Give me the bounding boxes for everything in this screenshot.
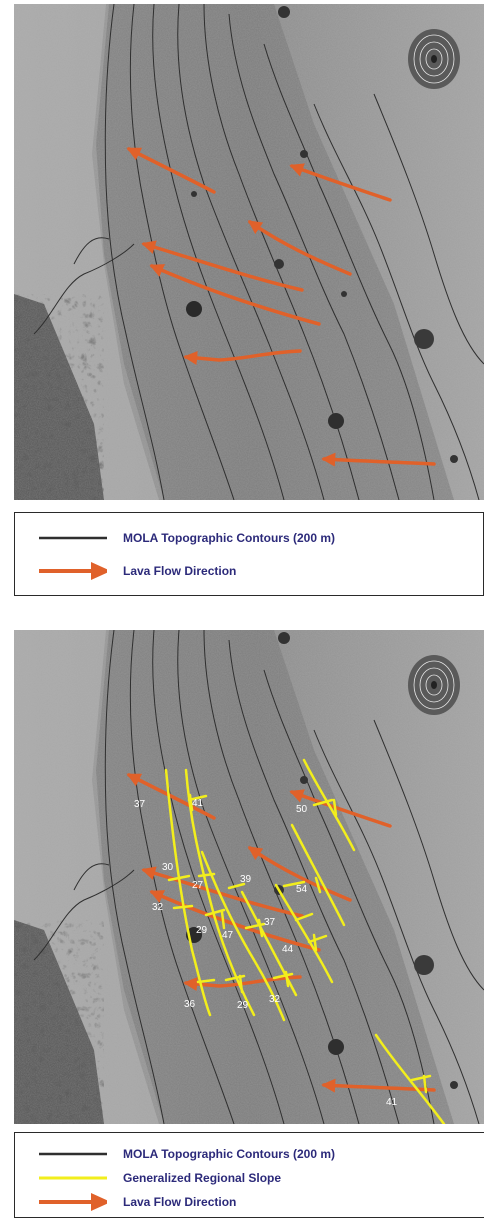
lava-arrow-3 [247,846,352,902]
top-map [14,4,484,500]
rough-terrain-texture [14,294,104,500]
lava-legend-swatch [39,562,107,580]
lava-arrow-3 [247,220,352,276]
lava-legend-swatch [39,1193,107,1211]
slope-tick [312,798,334,807]
terrain-texture [14,630,484,1124]
lava-arrow-6 [183,349,302,365]
slope-value: 37 [134,799,146,810]
slope-legend-label: Generalized Regional Slope [123,1171,282,1185]
slope-tick [204,908,226,917]
small-craters [186,6,458,463]
slope-value: 47 [222,930,234,941]
terrain-texture [14,4,484,500]
slope-value: 36 [184,999,196,1010]
slope-line-5 [274,883,334,984]
slope-line-1 [164,768,212,1017]
volcano-crater [408,29,460,89]
slope-value: 41 [192,798,204,809]
slope-tick [312,933,318,952]
slope-line-2 [184,768,256,1017]
slope-value: 30 [162,862,174,873]
slope-tick [167,874,191,882]
slope-line-6 [290,823,346,927]
lava-arrow-2 [289,789,392,828]
slope-tick [227,882,246,890]
slope-tick [238,974,244,994]
bottom-panel: 37 41 50 30 27 39 54 32 29 47 37 44 36 2… [14,630,484,1218]
lava-arrow-4 [141,240,304,292]
slope-tick [272,972,294,980]
slope-tick [172,904,194,910]
slope-line-8 [374,1033,446,1124]
slope-line-7 [302,758,356,852]
bottom-map: 37 41 50 30 27 39 54 32 29 47 37 44 36 2… [14,630,484,1124]
slope-tick [314,876,322,894]
lava-arrow-2 [289,163,392,202]
slope-tick [196,978,216,984]
lava-arrow-1 [126,773,216,820]
slope-tick [188,793,194,812]
slope-tick [307,934,328,944]
lava-arrow-5 [149,264,321,326]
slope-value: 37 [264,917,276,928]
slope-tick [294,912,314,922]
slope-tick [220,910,226,930]
slope-value: 54 [296,884,308,895]
lava-arrow-1 [126,147,216,194]
slope-value: 39 [240,874,252,885]
slope-tick [410,1074,432,1082]
slope-value: 50 [296,804,308,815]
bottom-map-svg: 37 41 50 30 27 39 54 32 29 47 37 44 36 2… [14,630,484,1124]
lava-legend-label: Lava Flow Direction [123,1195,237,1209]
slope-tick [284,970,290,988]
contour-legend-swatch [39,536,107,540]
lava-legend-label: Lava Flow Direction [123,564,237,578]
slope-value: 41 [386,1097,398,1108]
slope-tick [257,918,264,938]
slope-value: 27 [192,880,204,891]
contour-legend-label: MOLA Topographic Contours (200 m) [123,1147,335,1161]
bottom-legend: MOLA Topographic Contours (200 m) Genera… [14,1132,484,1218]
regional-slope-lines [164,758,446,1124]
slope-line-4 [240,890,298,997]
slope-value: 44 [282,944,294,955]
volcano-crater [408,655,460,715]
slope-tick [282,880,306,888]
slope-value: 29 [237,1000,249,1011]
lava-arrow-7 [321,452,436,467]
contour-legend-label: MOLA Topographic Contours (200 m) [123,531,335,545]
slope-value: 32 [269,994,281,1005]
slope-line-3 [200,850,286,1022]
slope-legend-swatch [39,1176,107,1180]
slope-value-labels: 37 41 50 30 27 39 54 32 29 47 37 44 36 2… [134,798,398,1108]
lava-flow-arrows [126,147,436,467]
slope-tick [332,798,338,817]
lava-arrow-6 [183,975,302,991]
top-map-svg [14,4,484,500]
lava-arrow-4 [141,866,304,918]
rough-terrain-texture [14,920,104,1124]
contour-legend-swatch [39,1152,107,1156]
slope-tick [197,872,216,878]
top-legend: MOLA Topographic Contours (200 m) Lava F… [14,512,484,596]
lava-arrow-7 [321,1078,436,1093]
slope-value: 32 [152,902,164,913]
slope-tick [422,1074,428,1094]
slope-value: 29 [196,925,208,936]
top-panel: MOLA Topographic Contours (200 m) Lava F… [14,4,484,596]
